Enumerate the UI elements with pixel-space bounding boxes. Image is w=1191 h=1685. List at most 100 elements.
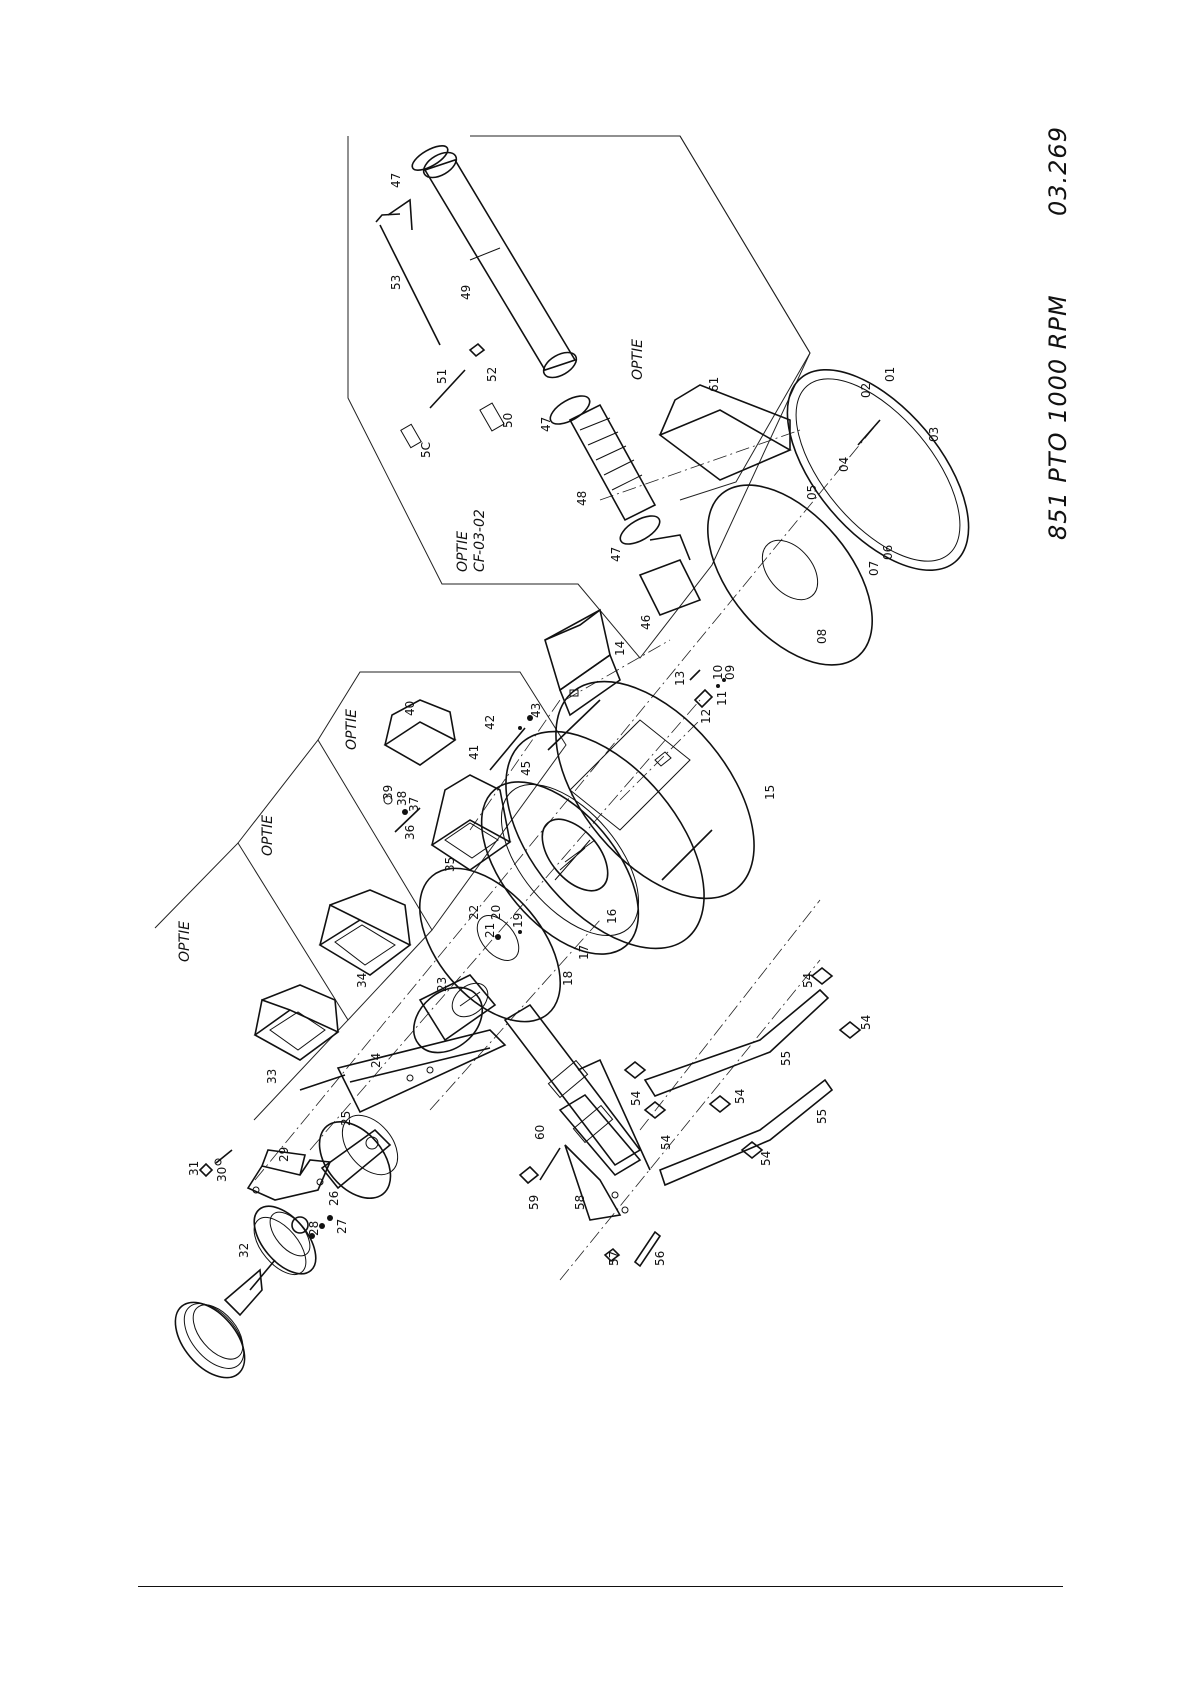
part-label-23: 23 <box>435 977 449 992</box>
part-label-47-low: 47 <box>609 547 623 562</box>
part-label-01: 01 <box>883 367 897 382</box>
part-label-11: 11 <box>715 691 729 706</box>
panel-optie-61 <box>470 136 810 500</box>
part-label-54-c: 54 <box>733 1089 747 1104</box>
part-label-19: 19 <box>511 913 525 928</box>
part-label-34: 34 <box>355 973 369 988</box>
part-label-58: 58 <box>573 1195 587 1210</box>
part-label-24: 24 <box>369 1053 383 1068</box>
part-label-57: 57 <box>607 1251 621 1266</box>
optie-label-cf: OPTIE <box>455 531 471 572</box>
part-number-callouts: 01 02 03 04 05 06 07 08 09 10 11 12 13 1… <box>187 173 941 1266</box>
part-label-48: 48 <box>575 491 589 506</box>
part-label-5c: 5C <box>419 442 433 458</box>
part-label-13: 13 <box>673 671 687 686</box>
part-label-06: 06 <box>881 545 895 560</box>
part-label-60: 60 <box>533 1125 547 1140</box>
part-label-17: 17 <box>577 945 591 960</box>
part-label-55-a: 55 <box>779 1051 793 1066</box>
pipe-49 <box>419 147 580 382</box>
part-label-46: 46 <box>639 615 653 630</box>
frame-58 <box>505 1005 650 1220</box>
part-label-49: 49 <box>459 285 473 300</box>
panel-optie-34 <box>238 740 432 1020</box>
spout-14 <box>545 610 620 715</box>
optie-labels: OPTIE CF-03-02 OPTIE OPTIE OPTIE OPTIE <box>177 339 646 962</box>
part-label-61: 61 <box>707 377 721 392</box>
part-label-15: 15 <box>763 785 777 800</box>
part-label-35: 35 <box>443 857 457 872</box>
part-label-38: 38 <box>395 791 409 806</box>
part-label-27: 27 <box>335 1219 349 1234</box>
adapter-46 <box>640 535 700 615</box>
footer-rule <box>138 1586 1063 1587</box>
part-label-28: 28 <box>307 1221 321 1236</box>
optie-label-34: OPTIE <box>260 815 276 856</box>
part-label-04: 04 <box>837 457 851 472</box>
part-label-53: 53 <box>389 275 403 290</box>
rotor-16 <box>452 754 669 982</box>
part-label-45: 45 <box>519 761 533 776</box>
part-label-12: 12 <box>699 709 713 724</box>
part-label-54-f: 54 <box>859 1015 873 1030</box>
part-label-59: 59 <box>527 1195 541 1210</box>
part-label-43: 43 <box>529 703 543 718</box>
optie-label-35: OPTIE <box>344 709 360 750</box>
part-label-18: 18 <box>561 971 575 986</box>
optie-label-61: OPTIE <box>630 339 646 380</box>
part-label-54-a: 54 <box>629 1091 643 1106</box>
part-label-26: 26 <box>327 1191 341 1206</box>
panel-optie-33 <box>155 843 348 1120</box>
option-spout-34 <box>320 890 410 975</box>
part-label-16: 16 <box>605 909 619 924</box>
drawing-title: 851 PTO 1000 RPM <box>1044 294 1072 540</box>
part-label-33: 33 <box>265 1069 279 1084</box>
option-spout-40 <box>385 700 455 765</box>
part-label-54-d: 54 <box>759 1151 773 1166</box>
part-label-02: 02 <box>859 383 873 398</box>
part-label-21: 21 <box>483 923 497 938</box>
part-label-25: 25 <box>339 1111 353 1126</box>
part-label-03: 03 <box>927 427 941 442</box>
hub-25 <box>305 1105 408 1239</box>
handle-53 <box>376 200 440 345</box>
part-label-56: 56 <box>653 1251 667 1266</box>
part-label-42: 42 <box>483 715 497 730</box>
part-label-20: 20 <box>489 905 503 920</box>
part-label-32: 32 <box>237 1243 251 1258</box>
part-label-31: 31 <box>187 1161 201 1176</box>
part-label-05: 05 <box>805 485 819 500</box>
optie-label-33: OPTIE <box>177 921 193 962</box>
part-label-36: 36 <box>403 825 417 840</box>
part-label-14: 14 <box>613 641 627 656</box>
optie-label-cf-code: CF-03-02 <box>472 509 488 572</box>
part-label-41: 41 <box>467 745 481 760</box>
part-label-47-mid: 47 <box>539 417 553 432</box>
part-label-54-b: 54 <box>659 1135 673 1150</box>
option-spout-33 <box>255 985 338 1060</box>
pins-56-60 <box>520 1148 660 1266</box>
part-label-09: 09 <box>723 665 737 680</box>
option-spout-35 <box>432 775 510 870</box>
drawing-number: 03.269 <box>1044 126 1072 216</box>
part-label-55-b: 55 <box>815 1109 829 1124</box>
beam-24 <box>300 1030 505 1112</box>
fan-housing-15 <box>468 646 793 985</box>
part-label-39: 39 <box>381 785 395 800</box>
part-label-37: 37 <box>407 797 421 812</box>
pto-shaft-32 <box>162 1195 328 1390</box>
part-label-10: 10 <box>711 665 725 680</box>
option-panels <box>155 136 810 1120</box>
part-label-52: 52 <box>485 367 499 382</box>
parts-50-52 <box>401 344 504 448</box>
part-label-30: 30 <box>215 1167 229 1182</box>
part-label-29: 29 <box>277 1147 291 1162</box>
part-label-54-e: 54 <box>801 973 815 988</box>
part-label-47-top: 47 <box>389 173 403 188</box>
part-label-40: 40 <box>403 701 417 716</box>
part-label-07: 07 <box>867 561 881 576</box>
part-label-51: 51 <box>435 369 449 384</box>
part-label-08: 08 <box>815 629 829 644</box>
part-label-22: 22 <box>467 905 481 920</box>
